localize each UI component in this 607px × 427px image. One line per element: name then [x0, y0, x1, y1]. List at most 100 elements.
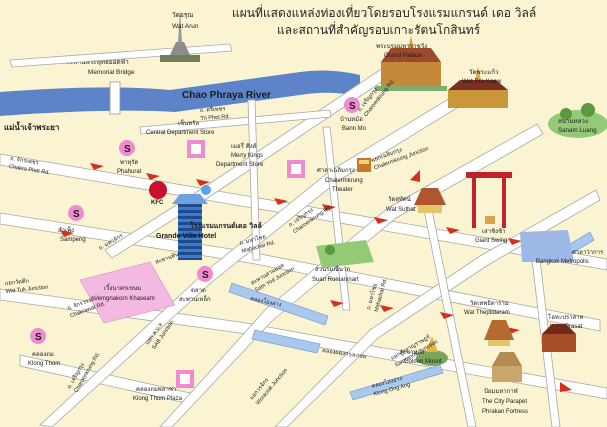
wat-theptidaram-label: Wat Theptidaram: [464, 310, 510, 316]
wat-suthat-label: Wat Suthat: [386, 207, 416, 213]
temple-icon: [448, 66, 508, 108]
junction-wat-tuk-thai: แยกวัดตึก: [4, 278, 29, 287]
memorial-bridge: สะพานพระพุทธยอดฟ้า Memorial Bridge: [66, 58, 135, 115]
sampeng: S สำเพ็ง Sampeng: [58, 205, 86, 243]
temple-icon: [414, 188, 446, 213]
fortress-icon: [492, 352, 522, 382]
vemgnakorn-khaseam: เวิ้งนาครเขษม Vemgnakorn Khaseam: [79, 261, 176, 324]
chalermkrung-label-thai: ศาลาเฉลิมกรุง: [317, 167, 355, 174]
merry-kings: เมอรี่ คิงส์ Merry Kings Department Stor…: [216, 142, 305, 178]
talad-label-thai: ตลาด: [191, 287, 206, 294]
palace-icon: [375, 36, 447, 91]
river-label: Chao Phraya River: [182, 90, 271, 101]
pin-icon: S: [197, 266, 213, 282]
road-tritphet: Tri Phet Rd.: [200, 114, 230, 122]
memorial-bridge-label-thai: สะพานพระพุทธยอดฟ้า: [66, 58, 129, 66]
map-title-line1: แผนที่แสดงแหล่งท่องเที่ยวโดยรอบโรงแรมแกร…: [232, 4, 536, 20]
giant-swing-icon: [466, 172, 512, 228]
market-icon: [79, 261, 176, 324]
wat-suthat-label-thai: วัดสุทัศน์: [388, 195, 411, 203]
wat-arun: วัดอรุณ Wat Arun: [160, 10, 200, 62]
wat-theptidaram: วัดเทพธิดาราม Wat Theptidaram: [464, 300, 514, 346]
pin-icon: S: [30, 328, 46, 344]
temple-icon: [542, 324, 576, 352]
hotel-label-thai: โรงแรมแกรนด์เดอ วิลล์: [189, 221, 262, 230]
svg-text:S: S: [202, 270, 209, 281]
wat-pra-kaew-label: Wat Pra Kaew: [462, 78, 502, 85]
city-parapet-label: The City Parapet: [482, 399, 527, 405]
loha-prasat: โลหะปราสาท Loha Prasat: [542, 313, 584, 352]
bann-mo: S บ้านหม้อ Bann Mo: [340, 97, 367, 132]
park-icon: [316, 240, 374, 268]
wat-pra-kaew: วัดพระแก้ว Wat Pra Kaew: [448, 66, 508, 108]
chalermkrung-label: Chalermkrung: [325, 178, 363, 184]
golden-mount-label: Golden Mount: [404, 359, 442, 365]
sanam-luang-label: Sanam Luang: [558, 127, 597, 134]
grand-palace-label-thai: พระบรมมหาราชวัง: [376, 43, 427, 50]
vemgnakorn-label: Vemgnakorn Khaseam: [94, 296, 155, 302]
giant-swing-label-thai: เสาชิงช้า: [482, 228, 506, 235]
temple-icon: [484, 320, 514, 346]
kfc-label: KFC: [151, 200, 164, 206]
theater-icon: [357, 158, 371, 172]
klong-thom-label-thai: คลองถม: [32, 351, 54, 358]
city-parapet-label-thai: ป้อมมหากาฬ: [484, 387, 519, 395]
wat-suthat: วัดสุทัศน์ Wat Suthat: [386, 188, 446, 213]
junction-wat-tuk: Wat Tuk Junction: [5, 285, 48, 295]
grand-palace: พระบรมมหาราชวัง Grand Palace: [375, 36, 447, 91]
klong-thom-plaza: คลองถมพลาซ่า Klong Thom Plaza: [133, 370, 194, 402]
hotel-icon: [172, 185, 211, 260]
sampeng-label-thai: สำเพ็ง: [58, 225, 74, 234]
golden-mount: ภูเขาทอง Golden Mount: [400, 336, 448, 366]
golden-mount-label-thai: ภูเขาทอง: [400, 349, 424, 356]
klong-thom-plaza-label-thai: คลองถมพลาซ่า: [136, 386, 176, 393]
bann-mo-label-thai: บ้านหม้อ: [340, 116, 363, 123]
merry-kings-label-line2: Department Store: [216, 162, 264, 168]
park-icon: [548, 103, 607, 138]
river-label-thai: แม่น้ำเจ้าพระยา: [4, 121, 59, 132]
map-title-line2: และสถานที่สำคัญรอบเกาะรัตนโกสินทร์: [277, 21, 481, 37]
temple-icon: [160, 10, 200, 62]
central-label-thai: เซ็นทรัล: [178, 118, 199, 127]
suan-romaninart: สวนรมณีนาถ Suan Romaninart: [312, 240, 374, 283]
loha-prasat-label-thai: โลหะปราสาท: [548, 313, 584, 321]
wat-pra-kaew-label-thai: วัดพระแก้ว: [469, 68, 498, 76]
canals: [228, 231, 595, 401]
river: Chao Phraya River แม่น้ำเจ้าพระยา: [0, 70, 360, 132]
store-icon: [176, 370, 194, 388]
central: เซ็นทรัล Central Department Store: [146, 118, 215, 158]
pin-icon: S: [344, 97, 360, 113]
central-label: Central Department Store: [146, 130, 215, 136]
city-parapet: ป้อมมหากาฬ The City Parapet Phrakan Fort…: [482, 352, 528, 415]
merry-kings-label: Merry Kings: [231, 153, 263, 159]
merry-kings-label-thai: เมอรี่ คิงส์: [231, 142, 257, 150]
phahurat-label: Phahurat: [117, 169, 142, 175]
city-parapet-label-line2: Phrakan Fortress: [482, 409, 528, 415]
svg-text:S: S: [73, 209, 80, 220]
road-chakphet-thai: ถ. จักรเพชร: [10, 155, 39, 166]
sampeng-label: Sampeng: [60, 237, 86, 243]
hotel-label: Grande Ville Hotel: [156, 233, 216, 240]
sanam-luang: สนามหลวง Sanam Luang: [548, 103, 607, 138]
pin-icon: S: [68, 205, 84, 221]
store-icon: [187, 140, 205, 158]
svg-text:S: S: [349, 101, 356, 112]
bangkok-metropolis-label: Bangkok Metropolis: [536, 259, 589, 265]
wat-theptidaram-label-thai: วัดเทพธิดาราม: [470, 300, 509, 307]
giant-swing-label: Giant Swing: [475, 238, 507, 244]
grande-ville-hotel[interactable]: โรงแรมแกรนด์เดอ วิลล์ Grande Ville Hotel: [156, 185, 262, 260]
memorial-bridge-label: Memorial Bridge: [88, 69, 135, 76]
klong-thom-label: Klong Thom: [28, 361, 60, 367]
vemgnakorn-label-thai: เวิ้งนาครเขษม: [104, 282, 141, 292]
svg-text:S: S: [35, 332, 42, 343]
golden-mount-icon: [416, 336, 448, 366]
sanam-luang-label-thai: สนามหลวง: [558, 118, 588, 125]
giant-swing: เสาชิงช้า Giant Swing: [466, 172, 512, 244]
suan-romaninart-label: Suan Romaninart: [312, 277, 359, 283]
phahurat-label-thai: พาหุรัด: [120, 159, 139, 166]
bann-mo-label: Bann Mo: [342, 126, 367, 132]
suan-romaninart-label-thai: สวนรมณีนาถ: [315, 265, 350, 273]
road-tritphet-thai: ถ. ตรีเพชร: [200, 105, 226, 114]
talad-saphanlek: S ตลาด สะพานเหล็ก: [179, 266, 213, 303]
